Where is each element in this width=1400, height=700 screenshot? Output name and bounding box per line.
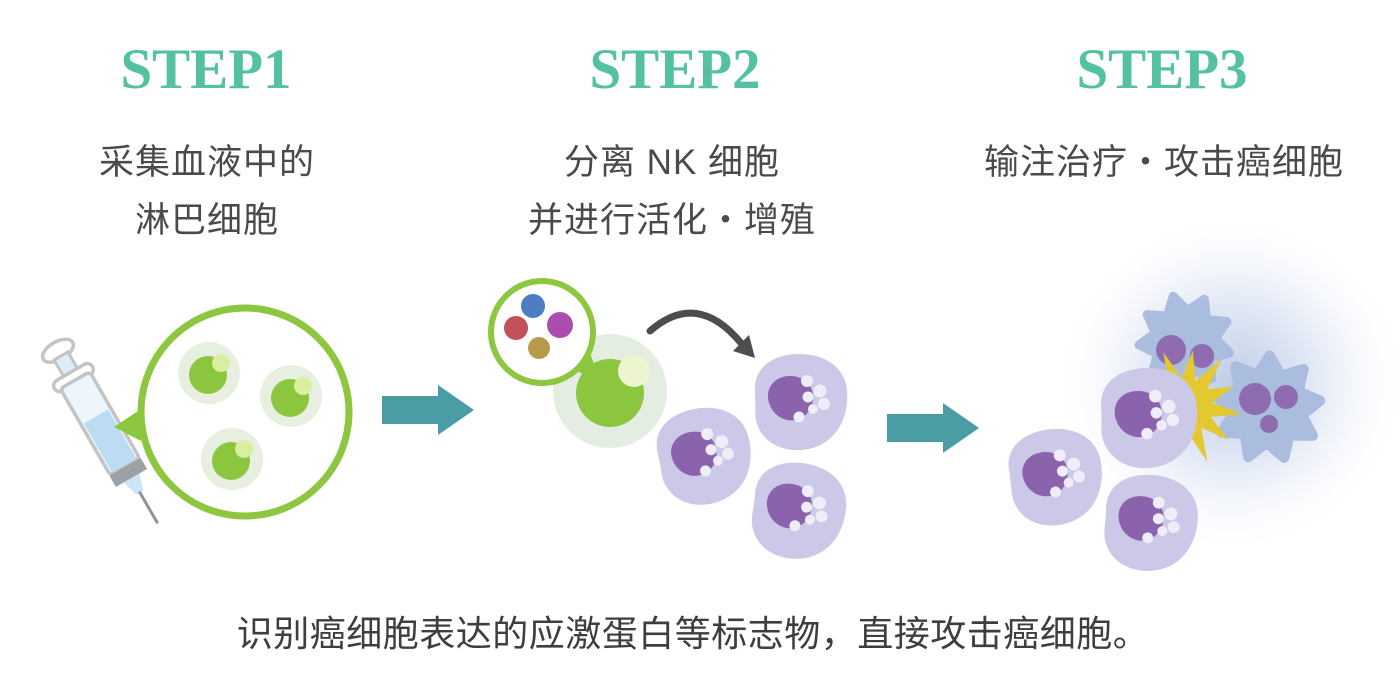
marker-pointer-triangle xyxy=(568,350,601,384)
sample-pointer-triangle xyxy=(114,409,141,441)
lymphocyte-cell xyxy=(260,365,322,427)
nk-cell xyxy=(746,457,852,566)
lymphocyte-cell xyxy=(178,342,240,404)
marker-dot-red xyxy=(504,316,528,340)
block-arrow-right-icon xyxy=(887,403,979,453)
step3-illustration xyxy=(1005,211,1400,576)
step3-caption: 输注治疗・攻击癌细胞 xyxy=(954,134,1374,192)
cancer-nucleus xyxy=(1260,415,1278,433)
nk-cell xyxy=(754,353,848,451)
step2-title: STEP2 xyxy=(589,38,761,101)
step3-caption-line1: 输注治疗・攻击癌细胞 xyxy=(983,143,1344,182)
marker-dot-blue xyxy=(521,294,545,318)
cancer-nucleus xyxy=(1239,383,1271,415)
step1-caption: 采集血液中的 淋巴细胞 xyxy=(27,134,387,250)
curved-arrow-icon xyxy=(646,309,755,358)
step1-title: STEP1 xyxy=(120,38,292,101)
block-arrow-right-icon xyxy=(382,385,474,435)
marker-dots-circle xyxy=(488,278,601,386)
marker-dot-gold xyxy=(528,337,550,359)
step2-illustration xyxy=(488,278,852,566)
attack-glow xyxy=(1054,211,1400,555)
marker-dot-purple xyxy=(547,312,573,338)
step2-caption-line1: 分离 NK 细胞 xyxy=(563,143,781,182)
step3-title: STEP3 xyxy=(1076,38,1248,101)
cancer-nucleus xyxy=(1190,344,1214,368)
step2-caption-line2: 并进行活化・增殖 xyxy=(527,201,816,240)
cancer-nucleus xyxy=(1156,335,1186,365)
cancer-nucleus xyxy=(1274,385,1298,409)
step1-caption-line1: 采集血液中的 xyxy=(98,143,315,182)
footer-caption: 识别癌细胞表达的应激蛋白等标志物，直接攻击癌细胞。 xyxy=(236,613,1150,654)
nk-cell xyxy=(651,400,759,512)
step1-caption-line2: 淋巴细胞 xyxy=(134,201,279,240)
step2-caption: 分离 NK 细胞 并进行活化・增殖 xyxy=(492,134,852,250)
syringe-icon xyxy=(40,337,159,524)
lymphocyte-cell xyxy=(201,428,263,490)
step1-illustration xyxy=(40,304,353,524)
